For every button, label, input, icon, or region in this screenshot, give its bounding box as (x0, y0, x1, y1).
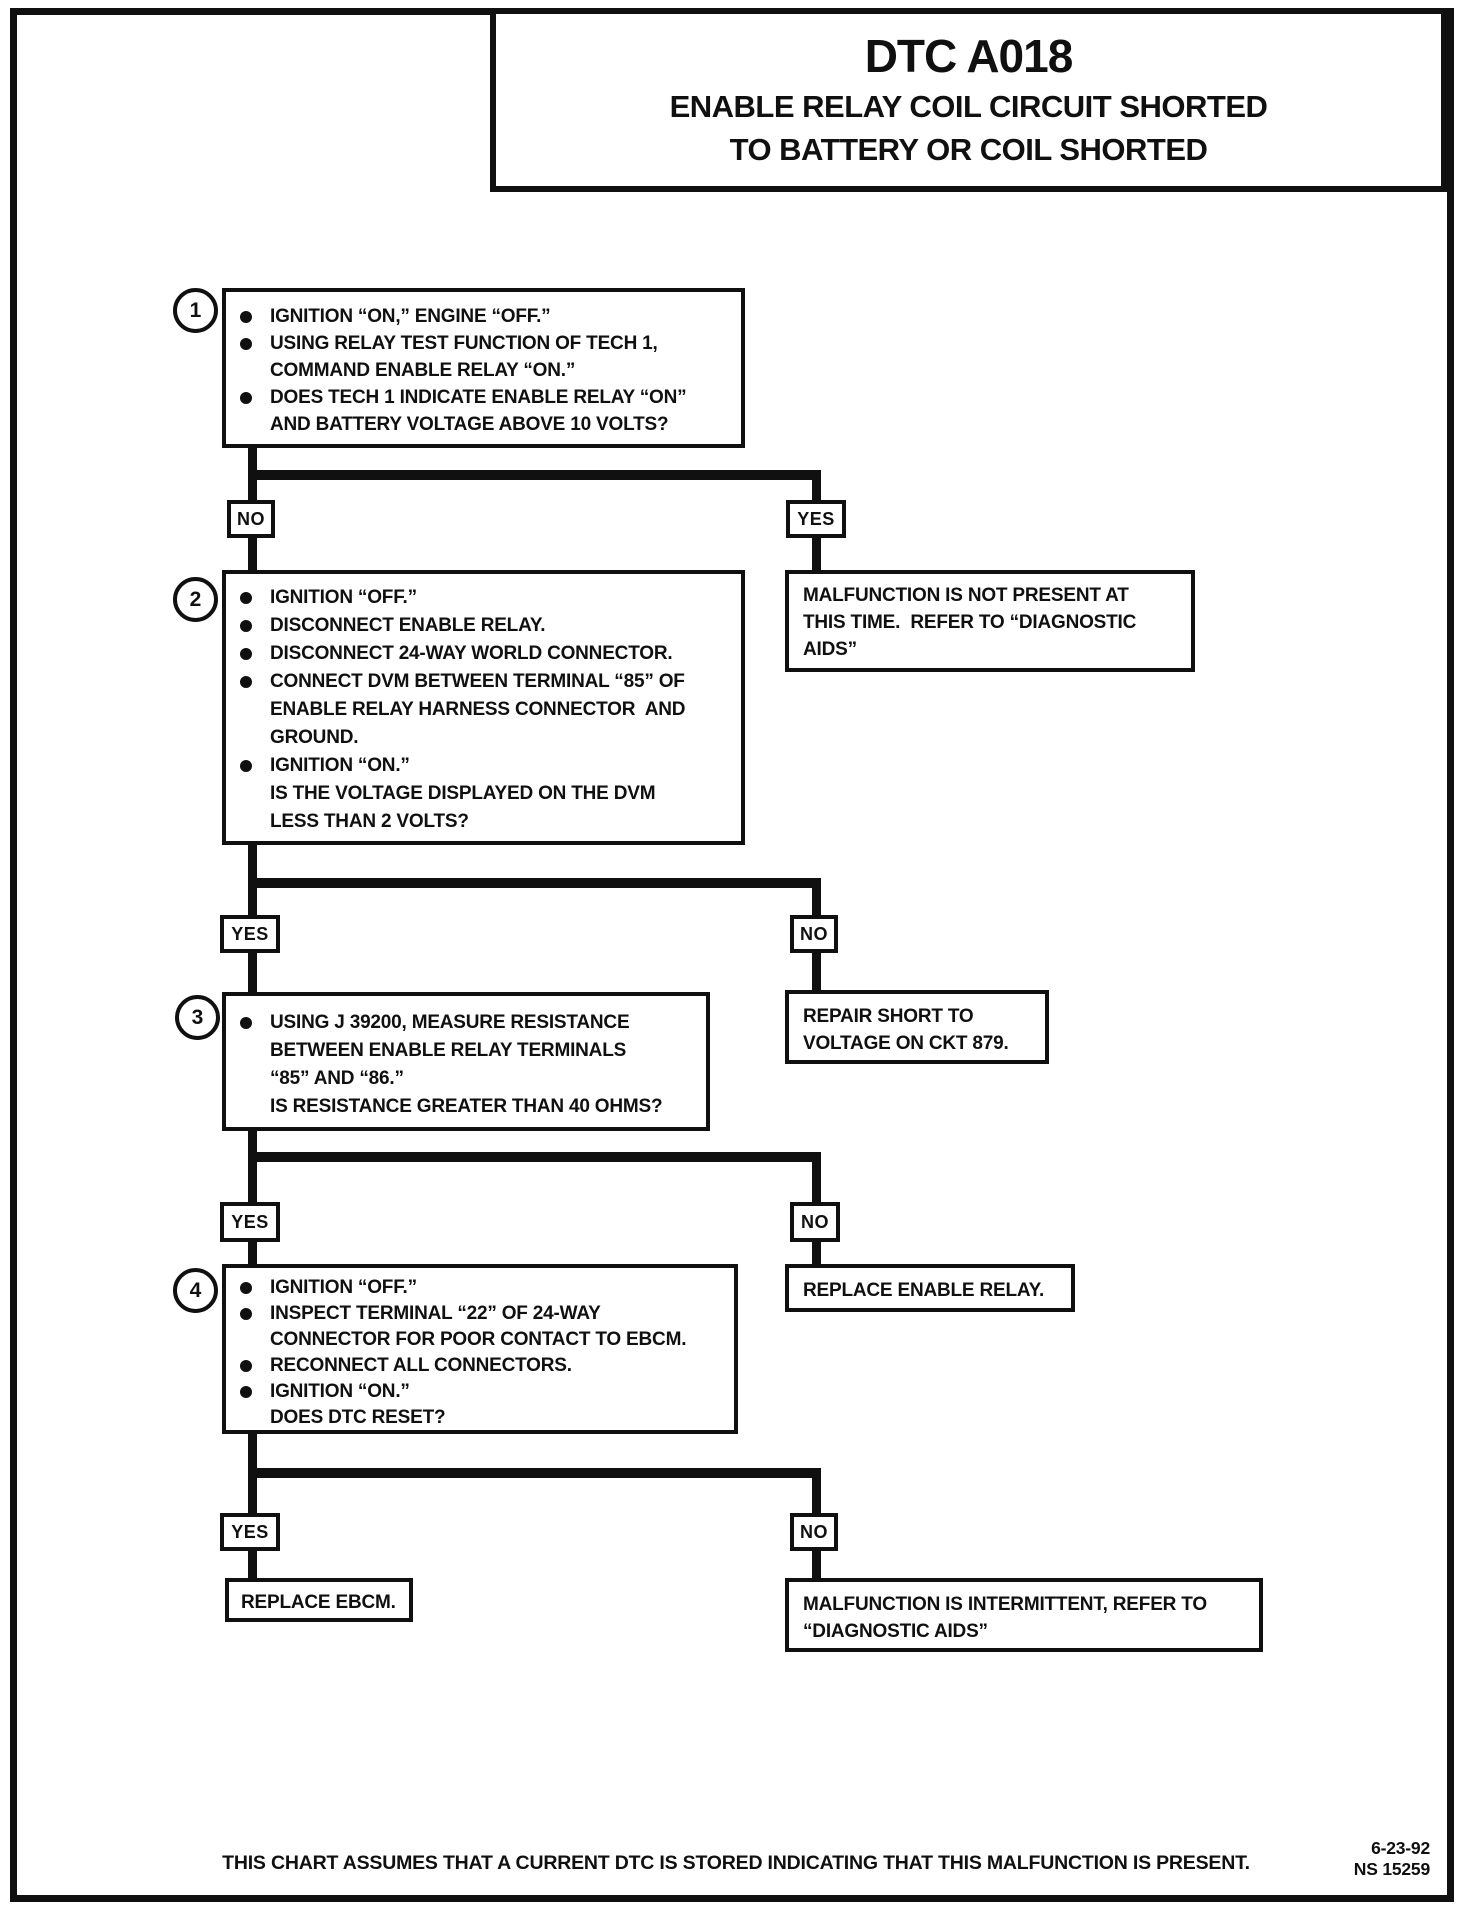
connector-line (248, 1152, 821, 1162)
connector-line (248, 1242, 257, 1264)
connector-line (812, 538, 821, 570)
bullet-line: IGNITION “OFF.” (226, 1275, 734, 1301)
bullet-dot-icon (240, 1017, 252, 1029)
step-box-4: IGNITION “OFF.” INSPECT TERMINAL “22” OF… (222, 1264, 738, 1434)
bullet-dot-icon (240, 1282, 252, 1294)
bullet-line: LESS THAN 2 VOLTS? (270, 811, 469, 832)
doc-date: 6-23-92 (1371, 1838, 1430, 1858)
result-box-malfunction-not-present: MALFUNCTION IS NOT PRESENT AT THIS TIME.… (785, 570, 1195, 672)
page-title: DTC A018 (864, 30, 1074, 82)
bullet-line: CONNECTOR FOR POOR CONTACT TO EBCM. (270, 1329, 687, 1350)
title-box: DTC A018 ENABLE RELAY COIL CIRCUIT SHORT… (490, 8, 1447, 192)
bullet-line: DOES DTC RESET? (270, 1407, 446, 1428)
footer-note: THIS CHART ASSUMES THAT A CURRENT DTC IS… (222, 1852, 1250, 1874)
step-box-3: USING J 39200, MEASURE RESISTANCE BETWEE… (222, 992, 710, 1131)
bullet-line: GROUND. (270, 727, 359, 748)
bullet-dot-icon (240, 337, 252, 350)
decision-1-yes-label: YES (786, 500, 846, 538)
bullet-line: DISCONNECT ENABLE RELAY. (226, 612, 741, 640)
bullet-dot-icon (240, 592, 252, 604)
step-number-1: 1 (173, 288, 218, 333)
step-number-4: 4 (173, 1268, 218, 1313)
decision-4-yes-label: YES (220, 1513, 280, 1551)
bullet-dot-icon (240, 391, 252, 404)
connector-line (812, 470, 821, 500)
bullet-line: CONNECT DVM BETWEEN TERMINAL “85” OF (226, 668, 741, 696)
connector-line (812, 1152, 821, 1202)
bullet-line: DOES TECH 1 INDICATE ENABLE RELAY “ON” (226, 384, 741, 411)
result-box-malfunction-intermittent: MALFUNCTION IS INTERMITTENT, REFER TO “D… (785, 1578, 1263, 1652)
step-number-1-text: 1 (189, 298, 202, 322)
step-box-2: IGNITION “OFF.” DISCONNECT ENABLE RELAY.… (222, 570, 745, 845)
bullet-line: IGNITION “ON.” (226, 1379, 734, 1405)
bullet-dot-icon (240, 1360, 252, 1372)
connector-line (248, 538, 257, 570)
bullet-dot-icon (240, 676, 252, 688)
bullet-line: COMMAND ENABLE RELAY “ON.” (270, 360, 576, 381)
bullet-line: DISCONNECT 24-WAY WORLD CONNECTOR. (226, 640, 741, 668)
doc-number: NS 15259 (1353, 1859, 1430, 1879)
connector-line (812, 1551, 821, 1578)
step-number-2-text: 2 (189, 587, 202, 611)
bullet-line: INSPECT TERMINAL “22” OF 24-WAY (226, 1301, 734, 1327)
decision-1-no-label: NO (227, 500, 275, 538)
connector-line (248, 953, 257, 992)
bullet-line: IS RESISTANCE GREATER THAN 40 OHMS? (270, 1096, 663, 1117)
connector-line (248, 1551, 257, 1578)
bullet-line: IGNITION “ON,” ENGINE “OFF.” (226, 303, 741, 330)
bullet-line: BETWEEN ENABLE RELAY TERMINALS (270, 1040, 627, 1061)
connector-line (812, 878, 821, 915)
bullet-dot-icon (240, 1308, 252, 1320)
step-number-3-text: 3 (191, 1005, 204, 1029)
page-subtitle-line-2: TO BATTERY OR COIL SHORTED (729, 132, 1208, 167)
bullet-line: USING J 39200, MEASURE RESISTANCE (226, 1009, 706, 1037)
decision-3-no-label: NO (790, 1202, 840, 1242)
result-box-replace-ebcm: REPLACE EBCM. (225, 1578, 413, 1622)
bullet-line: USING RELAY TEST FUNCTION OF TECH 1, (226, 330, 741, 357)
decision-3-yes-label: YES (220, 1202, 280, 1242)
connector-line (248, 878, 821, 888)
bullet-line: IS THE VOLTAGE DISPLAYED ON THE DVM (270, 783, 656, 804)
step-number-4-text: 4 (189, 1278, 202, 1302)
bullet-dot-icon (240, 648, 252, 660)
connector-line (248, 1131, 257, 1202)
connector-line (812, 1468, 821, 1513)
result-box-replace-enable-relay: REPLACE ENABLE RELAY. (785, 1264, 1075, 1312)
connector-line (248, 1468, 821, 1478)
bullet-line: AND BATTERY VOLTAGE ABOVE 10 VOLTS? (270, 414, 669, 435)
bullet-dot-icon (240, 310, 252, 323)
decision-2-yes-label: YES (220, 915, 280, 953)
bullet-dot-icon (240, 1386, 252, 1398)
bullet-line: RECONNECT ALL CONNECTORS. (226, 1353, 734, 1379)
decision-2-no-label: NO (790, 915, 838, 953)
document-id-block: 6-23-92 NS 15259 (1354, 1838, 1430, 1880)
step-box-1: IGNITION “ON,” ENGINE “OFF.” USING RELAY… (222, 288, 745, 448)
page-subtitle-line-1: ENABLE RELAY COIL CIRCUIT SHORTED (669, 89, 1268, 124)
connector-line (812, 953, 821, 990)
bullet-dot-icon (240, 760, 252, 772)
bullet-dot-icon (240, 620, 252, 632)
step-number-3: 3 (175, 995, 220, 1040)
bullet-line: IGNITION “ON.” (226, 752, 741, 780)
bullet-line: “85” AND “86.” (270, 1068, 404, 1089)
result-box-repair-short: REPAIR SHORT TO VOLTAGE ON CKT 879. (785, 990, 1049, 1064)
bullet-line: IGNITION “OFF.” (226, 584, 741, 612)
step-number-2: 2 (173, 577, 218, 622)
connector-line (248, 470, 821, 480)
connector-line (812, 1242, 821, 1264)
decision-4-no-label: NO (790, 1513, 838, 1551)
bullet-line: ENABLE RELAY HARNESS CONNECTOR AND (270, 699, 686, 720)
